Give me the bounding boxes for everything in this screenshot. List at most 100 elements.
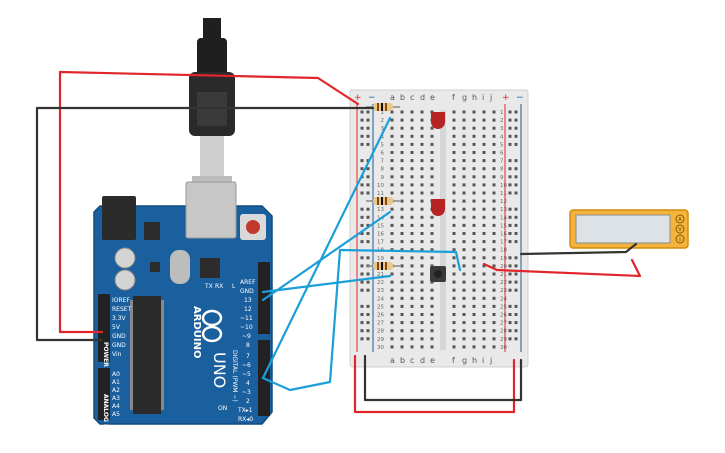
breadboard-hole[interactable] [492,304,496,308]
breadboard-hole[interactable] [410,345,414,349]
rail-hole[interactable] [366,321,370,325]
wire-blue-resistor3[interactable] [261,274,392,294]
breadboard-hole[interactable] [430,304,434,308]
rail-hole[interactable] [360,207,364,211]
rail-hole[interactable] [360,288,364,292]
breadboard-hole[interactable] [430,313,434,316]
breadboard-hole[interactable] [400,321,404,325]
breadboard-hole[interactable] [390,110,394,114]
rail-hole[interactable] [514,175,518,179]
breadboard-hole[interactable] [472,183,476,187]
breadboard-hole[interactable] [400,288,404,292]
breadboard-hole[interactable] [390,248,394,252]
rail-hole[interactable] [514,272,518,276]
breadboard-hole[interactable] [400,199,404,203]
rail-hole[interactable] [366,272,370,276]
breadboard-hole[interactable] [430,142,434,146]
rail-hole[interactable] [366,313,370,316]
breadboard-hole[interactable] [410,223,414,227]
rail-hole[interactable] [508,232,512,235]
breadboard-hole[interactable] [420,337,424,341]
breadboard-hole[interactable] [390,175,394,179]
breadboard-hole[interactable] [430,191,434,195]
breadboard-hole[interactable] [420,256,424,260]
breadboard-hole[interactable] [410,280,414,284]
breadboard-hole[interactable] [400,110,404,114]
rail-hole[interactable] [508,223,512,227]
breadboard-hole[interactable] [420,313,424,316]
breadboard-hole[interactable] [492,272,496,276]
breadboard-hole[interactable] [472,337,476,341]
rail-hole[interactable] [360,134,364,138]
breadboard-hole[interactable] [482,118,486,122]
breadboard-hole[interactable] [482,288,486,292]
breadboard-hole[interactable] [410,134,414,138]
breadboard-hole[interactable] [492,126,496,130]
rail-hole[interactable] [514,126,518,130]
breadboard-hole[interactable] [390,126,394,130]
breadboard-hole[interactable] [462,223,466,227]
breadboard-hole[interactable] [492,167,496,171]
breadboard-hole[interactable] [390,232,394,235]
breadboard-hole[interactable] [492,321,496,325]
rail-hole[interactable] [514,329,518,333]
breadboard-hole[interactable] [430,321,434,325]
breadboard-hole[interactable] [482,329,486,333]
rail-hole[interactable] [508,118,512,122]
breadboard-hole[interactable] [452,256,456,260]
breadboard-hole[interactable] [420,175,424,179]
breadboard-hole[interactable] [482,134,486,138]
breadboard-hole[interactable] [452,232,456,235]
breadboard-hole[interactable] [420,329,424,333]
breadboard-hole[interactable] [482,321,486,325]
breadboard-hole[interactable] [482,240,486,244]
breadboard-hole[interactable] [462,175,466,179]
breadboard-hole[interactable] [430,240,434,244]
breadboard-hole[interactable] [410,142,414,146]
breadboard-hole[interactable] [452,118,456,122]
breadboard-hole[interactable] [492,175,496,179]
breadboard-hole[interactable] [482,215,486,219]
breadboard-hole[interactable] [390,151,394,154]
rail-hole[interactable] [360,126,364,130]
breadboard-hole[interactable] [492,296,496,300]
breadboard-hole[interactable] [482,272,486,276]
breadboard-hole[interactable] [472,329,476,333]
breadboard-hole[interactable] [462,248,466,252]
rail-hole[interactable] [366,329,370,333]
breadboard-hole[interactable] [390,215,394,219]
breadboard-hole[interactable] [492,223,496,227]
breadboard-hole[interactable] [482,175,486,179]
breadboard-hole[interactable] [482,304,486,308]
breadboard-hole[interactable] [492,248,496,252]
rail-hole[interactable] [508,329,512,333]
breadboard-hole[interactable] [482,167,486,171]
breadboard-hole[interactable] [400,240,404,244]
breadboard-hole[interactable] [410,272,414,276]
breadboard-hole[interactable] [482,151,486,154]
breadboard-hole[interactable] [430,345,434,349]
rail-hole[interactable] [514,110,518,114]
breadboard-hole[interactable] [400,313,404,316]
breadboard-hole[interactable] [390,272,394,276]
breadboard-hole[interactable] [400,329,404,333]
breadboard-hole[interactable] [420,264,424,268]
breadboard-hole[interactable] [482,248,486,252]
breadboard-hole[interactable] [482,296,486,300]
rail-hole[interactable] [514,337,518,341]
breadboard-hole[interactable] [390,313,394,316]
breadboard-hole[interactable] [462,183,466,187]
breadboard-hole[interactable] [482,191,486,195]
breadboard-hole[interactable] [472,248,476,252]
rail-hole[interactable] [366,288,370,292]
breadboard-hole[interactable] [400,167,404,171]
breadboard-hole[interactable] [492,313,496,316]
rail-hole[interactable] [360,280,364,284]
breadboard-hole[interactable] [482,126,486,130]
rail-hole[interactable] [366,142,370,146]
breadboard-hole[interactable] [430,288,434,292]
rail-hole[interactable] [508,126,512,130]
breadboard-hole[interactable] [400,232,404,235]
rail-hole[interactable] [514,159,518,163]
breadboard-hole[interactable] [400,264,404,268]
